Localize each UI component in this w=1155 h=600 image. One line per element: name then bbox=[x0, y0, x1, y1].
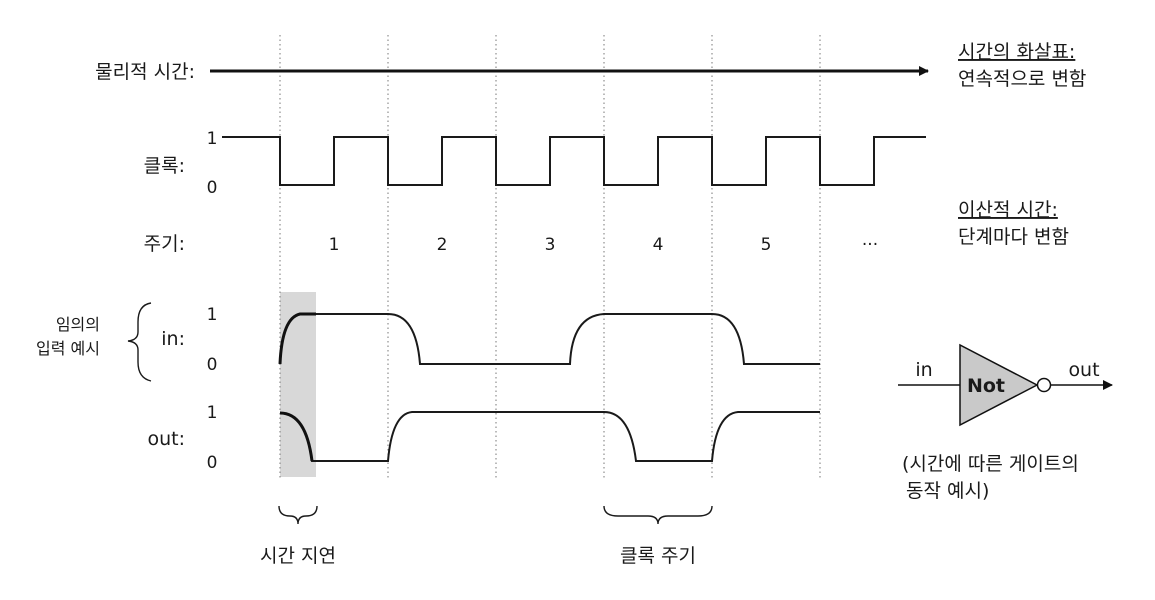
clock-high-level: 1 bbox=[207, 129, 218, 149]
cycle-number-3: 3 bbox=[545, 235, 556, 255]
not-gate-body bbox=[959, 343, 1039, 427]
not-gate-bubble bbox=[1036, 377, 1052, 393]
input-example-brace bbox=[127, 302, 152, 382]
arrow-of-time-title: 시간의 화살표: bbox=[958, 41, 1075, 63]
cycle-number-5: 5 bbox=[761, 235, 772, 255]
cycle-label: 주기: bbox=[144, 233, 185, 255]
cycle-ellipsis: ··· bbox=[862, 235, 878, 255]
out-high-level: 1 bbox=[207, 403, 218, 423]
cycle-number-4: 4 bbox=[653, 235, 664, 255]
cycle-gridlines bbox=[279, 35, 821, 478]
not-gate: in Not out bbox=[898, 343, 1113, 427]
clock-period-brace bbox=[603, 505, 713, 525]
clock-waveform bbox=[222, 136, 926, 186]
out-label: out: bbox=[147, 428, 185, 450]
gate-name: Not bbox=[967, 375, 1005, 397]
physical-time-label: 물리적 시간: bbox=[95, 61, 195, 83]
cycle-number-2: 2 bbox=[437, 235, 448, 255]
gate-caption-line1: (시간에 따른 게이트의 bbox=[902, 453, 1079, 475]
clock-period-label: 클록 주기 bbox=[620, 545, 696, 567]
in-high-level: 1 bbox=[207, 305, 218, 325]
gate-output-label: out bbox=[1068, 359, 1099, 381]
input-example-line1: 임의의 bbox=[56, 315, 100, 334]
clock-label: 클록: bbox=[144, 155, 185, 177]
gate-input-label: in bbox=[915, 359, 932, 381]
out-low-level: 0 bbox=[207, 453, 218, 473]
in-low-level: 0 bbox=[207, 355, 218, 375]
arrow-of-time-desc: 연속적으로 변함 bbox=[958, 68, 1086, 90]
in-waveform bbox=[279, 313, 820, 365]
in-rise-highlight bbox=[278, 312, 316, 365]
discrete-time-desc: 단계마다 변함 bbox=[958, 226, 1069, 248]
input-example-line2: 입력 예시 bbox=[36, 339, 100, 358]
clock-low-level: 0 bbox=[207, 178, 218, 198]
discrete-time-title: 이산적 시간: bbox=[958, 199, 1058, 221]
time-delay-label: 시간 지연 bbox=[260, 545, 336, 567]
out-fall-highlight bbox=[279, 411, 314, 462]
delay-brace bbox=[278, 505, 318, 525]
out-waveform bbox=[279, 411, 820, 462]
cycle-number-1: 1 bbox=[329, 235, 340, 255]
gate-caption-line2: 동작 예시) bbox=[906, 480, 989, 502]
in-label: in: bbox=[161, 328, 185, 350]
